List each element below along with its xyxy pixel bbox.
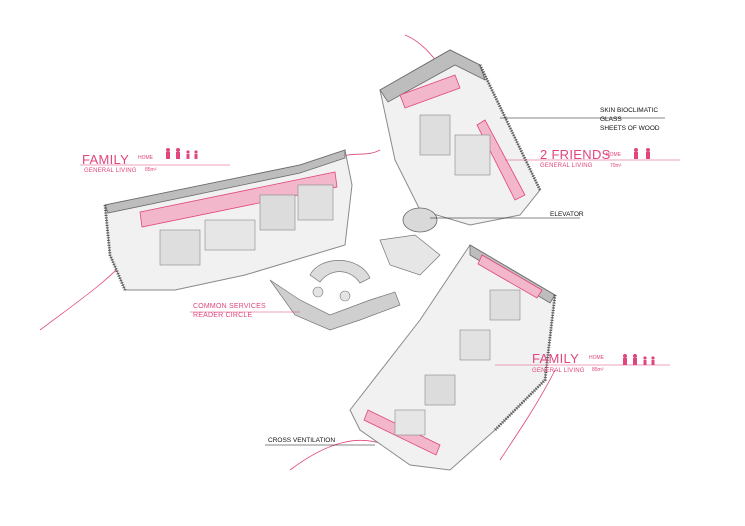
wing-right-home: HOME bbox=[606, 152, 621, 158]
wing-left-home: HOME bbox=[138, 155, 153, 161]
core bbox=[269, 207, 441, 331]
bottom-wing-louvres bbox=[493, 294, 557, 432]
table-b bbox=[339, 290, 351, 302]
elevator-shaft bbox=[402, 207, 438, 233]
skin-label-1: SKIN BIOCLIMATIC bbox=[600, 107, 659, 114]
friends-people bbox=[634, 148, 650, 159]
top-wing-rear-wall bbox=[379, 49, 486, 103]
elevator-label: ELEVATOR bbox=[550, 211, 584, 218]
pink-leaders bbox=[80, 159, 680, 366]
wing-left-title: FAMILY bbox=[82, 152, 130, 167]
reader-circle-bench bbox=[309, 260, 371, 284]
bottom-room-a bbox=[489, 289, 521, 321]
ventilation-label: CROSS VENTILATION bbox=[268, 437, 336, 444]
left-kitchen bbox=[204, 219, 256, 251]
bottom-wing bbox=[349, 244, 557, 471]
bottom-room-b bbox=[459, 329, 491, 361]
left-room-b bbox=[259, 194, 296, 231]
wing-bottom-subtitle: GENERAL LIVING bbox=[532, 368, 585, 374]
top-room-a bbox=[419, 114, 451, 156]
stair bbox=[379, 234, 441, 276]
common-wall bbox=[269, 279, 401, 331]
left-wing-glass-band bbox=[139, 171, 338, 228]
bottom-wing-glass-band-a bbox=[477, 254, 543, 299]
top-wing-glass-band-a bbox=[399, 74, 461, 109]
top-wing bbox=[379, 49, 542, 226]
left-room-a bbox=[159, 229, 201, 266]
wing-left-area: 85m² bbox=[145, 167, 157, 173]
family-bottom-people bbox=[623, 354, 655, 365]
wing-bottom-title: FAMILY bbox=[532, 351, 580, 366]
wing-right-title: 2 FRIENDS bbox=[540, 147, 611, 162]
common-label-1: COMMON SERVICES bbox=[193, 303, 266, 310]
family-left-people bbox=[166, 148, 198, 159]
left-room-c bbox=[297, 184, 334, 221]
wing-bottom-area: 85m² bbox=[592, 367, 604, 373]
black-leaders bbox=[265, 117, 665, 446]
common-label-2: READER CIRCLE bbox=[193, 312, 253, 319]
wing-right-area: 70m² bbox=[610, 163, 622, 169]
people-icons bbox=[166, 148, 655, 365]
skin-label-3: SHEETS OF WOOD bbox=[600, 125, 660, 132]
skin-label-2: GLASS bbox=[600, 116, 622, 123]
left-wing-rear-wall bbox=[104, 149, 346, 214]
top-wing-louvres bbox=[478, 64, 542, 191]
wing-left-subtitle: GENERAL LIVING bbox=[84, 168, 137, 174]
flow-curve-bottom-right bbox=[499, 369, 556, 461]
table-a bbox=[312, 286, 324, 298]
bottom-room-c bbox=[424, 374, 456, 406]
bottom-room-d bbox=[394, 409, 426, 436]
left-wing-louvres bbox=[103, 204, 127, 291]
top-room-b bbox=[454, 134, 491, 176]
wing-right-subtitle: GENERAL LIVING bbox=[540, 163, 593, 169]
wing-bottom-home: HOME bbox=[589, 355, 604, 361]
left-wing bbox=[103, 149, 353, 291]
